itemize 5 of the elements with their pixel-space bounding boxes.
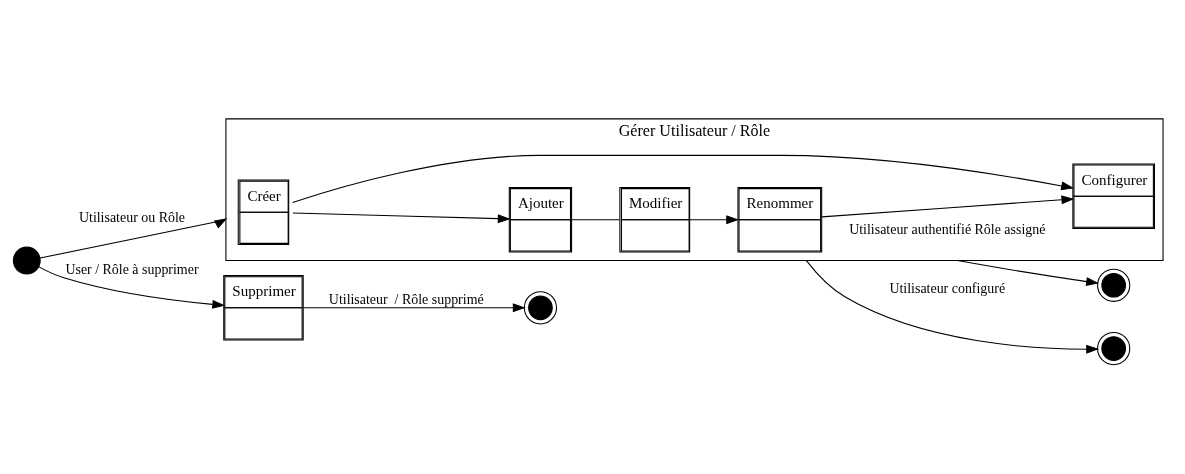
edge-label: User / Rôle à supprimer	[65, 261, 199, 277]
edge-label: Utilisateur authentifié Rôle assigné	[849, 221, 1046, 237]
edge-label: Utilisateur / Rôle supprimé	[328, 291, 484, 307]
edge-label: Utilisateur configuré	[889, 280, 1006, 296]
edge-label: Utilisateur ou Rôle	[78, 209, 186, 225]
